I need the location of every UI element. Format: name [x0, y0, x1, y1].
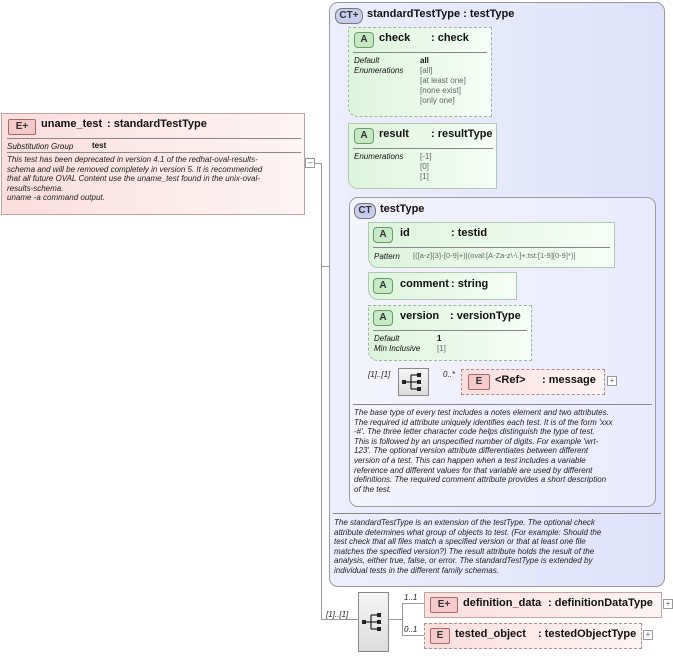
attribute-badge: A	[373, 310, 393, 326]
attribute-name: result	[379, 128, 409, 140]
expand-icon[interactable]: +	[663, 599, 673, 609]
uname-test-element[interactable]: E+ uname_test : standardTestType Substit…	[1, 113, 305, 215]
attribute-divider	[353, 148, 493, 149]
element-name: <Ref>	[495, 374, 526, 386]
sequence-icon	[362, 613, 381, 631]
attribute-result[interactable]: A result : resultType Enumerations [-1] …	[348, 123, 497, 189]
default-value: 1	[437, 334, 442, 343]
sequence-multiplicity: [1]..[1]	[368, 370, 391, 379]
expand-icon[interactable]: +	[607, 376, 617, 386]
attribute-divider	[353, 52, 487, 53]
default-label: Default	[354, 56, 380, 65]
min-inclusive-label: Min Inclusive	[374, 344, 421, 353]
attribute-type: : versionType	[450, 310, 521, 322]
default-label: Default	[374, 334, 400, 343]
enumerations-label: Enumerations	[354, 152, 404, 161]
element-type: : standardTestType	[107, 118, 207, 130]
element-badge: E	[468, 374, 490, 390]
connector-outer-seq-branch	[402, 603, 403, 635]
attribute-badge: A	[373, 227, 393, 243]
enumerations-list: [all] [at least one] [none exist] [only …	[420, 66, 466, 105]
message-multiplicity: 0..*	[443, 370, 456, 379]
connector-to-ct	[321, 266, 329, 267]
definition-data-element[interactable]: E+ definition_data : definitionDataType	[424, 592, 662, 618]
element-divider-2	[7, 152, 301, 153]
min-inclusive-value: [1]	[437, 344, 446, 353]
attribute-type: : check	[431, 32, 469, 44]
connector-outer-seq-out	[388, 619, 402, 620]
message-ref-element[interactable]: E <Ref> : message	[461, 369, 605, 395]
attribute-check[interactable]: A check : check Default all Enumerations…	[348, 27, 492, 117]
test-type-documentation: The base type of every test includes a n…	[354, 408, 613, 494]
complex-type-badge: CT+	[335, 8, 363, 24]
element-badge: E+	[8, 119, 36, 135]
substitution-group-value: test	[92, 141, 107, 150]
attribute-name: version	[400, 310, 440, 322]
complex-type-title: testType	[380, 203, 425, 215]
attribute-type: : testid	[451, 227, 488, 239]
connector-root-trunk	[321, 163, 322, 619]
attribute-name: check	[379, 32, 411, 44]
ct-doc-divider	[333, 513, 661, 514]
expand-icon[interactable]: +	[643, 630, 653, 640]
connector-tested-object	[402, 635, 424, 636]
complex-type-badge: CT	[354, 203, 376, 219]
attribute-divider	[373, 247, 610, 248]
outer-sequence-multiplicity: [1]..[1]	[326, 610, 349, 619]
enumerations-label: Enumerations	[354, 66, 404, 75]
element-name: uname_test	[41, 118, 103, 130]
element-badge: E+	[430, 597, 458, 613]
attribute-type: : resultType	[431, 128, 493, 140]
element-documentation: This test has been deprecated in version…	[7, 155, 263, 203]
connector-root-out	[315, 163, 321, 164]
element-type: : testedObjectType	[538, 628, 637, 640]
attribute-badge: A	[373, 278, 393, 294]
element-divider	[7, 138, 301, 139]
connector-definition-data	[402, 603, 424, 604]
element-name: definition_data	[463, 597, 542, 609]
enumerations-list: [-1] [0] [1]	[420, 152, 432, 181]
connector-to-outer-seq	[321, 619, 358, 620]
pattern-label: Pattern	[374, 252, 400, 261]
tested-object-element[interactable]: E tested_object : testedObjectType	[424, 623, 642, 649]
tt-doc-divider	[353, 404, 652, 405]
element-type: : message	[542, 374, 596, 386]
attribute-name: id	[400, 227, 410, 239]
standard-test-type-documentation: The standardTestType is an extension of …	[334, 518, 602, 575]
substitution-group-label: Substitution Group	[7, 142, 74, 151]
attribute-id[interactable]: A id : testid Pattern [([a-z]{3}-[0-9]+)…	[368, 222, 615, 268]
outer-sequence-compositor[interactable]	[358, 592, 389, 652]
attribute-badge: A	[354, 32, 374, 48]
attribute-version[interactable]: A version : versionType Default 1 Min In…	[368, 305, 532, 361]
complex-type-title: standardTestType : testType	[367, 8, 515, 20]
definition-data-multiplicity: 1..1	[404, 593, 418, 602]
sequence-compositor[interactable]	[398, 368, 429, 396]
sequence-icon	[402, 373, 421, 391]
pattern-value: [([a-z]{3}-[0-9]+)|(oval:[A-Za-z\-\.]+:t…	[413, 251, 576, 260]
attribute-type: : string	[451, 278, 489, 290]
element-name: tested_object	[455, 628, 526, 640]
default-value: all	[420, 56, 429, 65]
element-type: : definitionDataType	[548, 597, 653, 609]
collapse-icon[interactable]: –	[305, 158, 315, 168]
element-badge: E	[430, 628, 450, 644]
attribute-badge: A	[354, 128, 374, 144]
attribute-divider	[373, 330, 527, 331]
attribute-name: comment	[400, 278, 449, 290]
attribute-comment[interactable]: A comment : string	[368, 272, 517, 300]
tested-object-multiplicity: 0..1	[404, 625, 418, 634]
